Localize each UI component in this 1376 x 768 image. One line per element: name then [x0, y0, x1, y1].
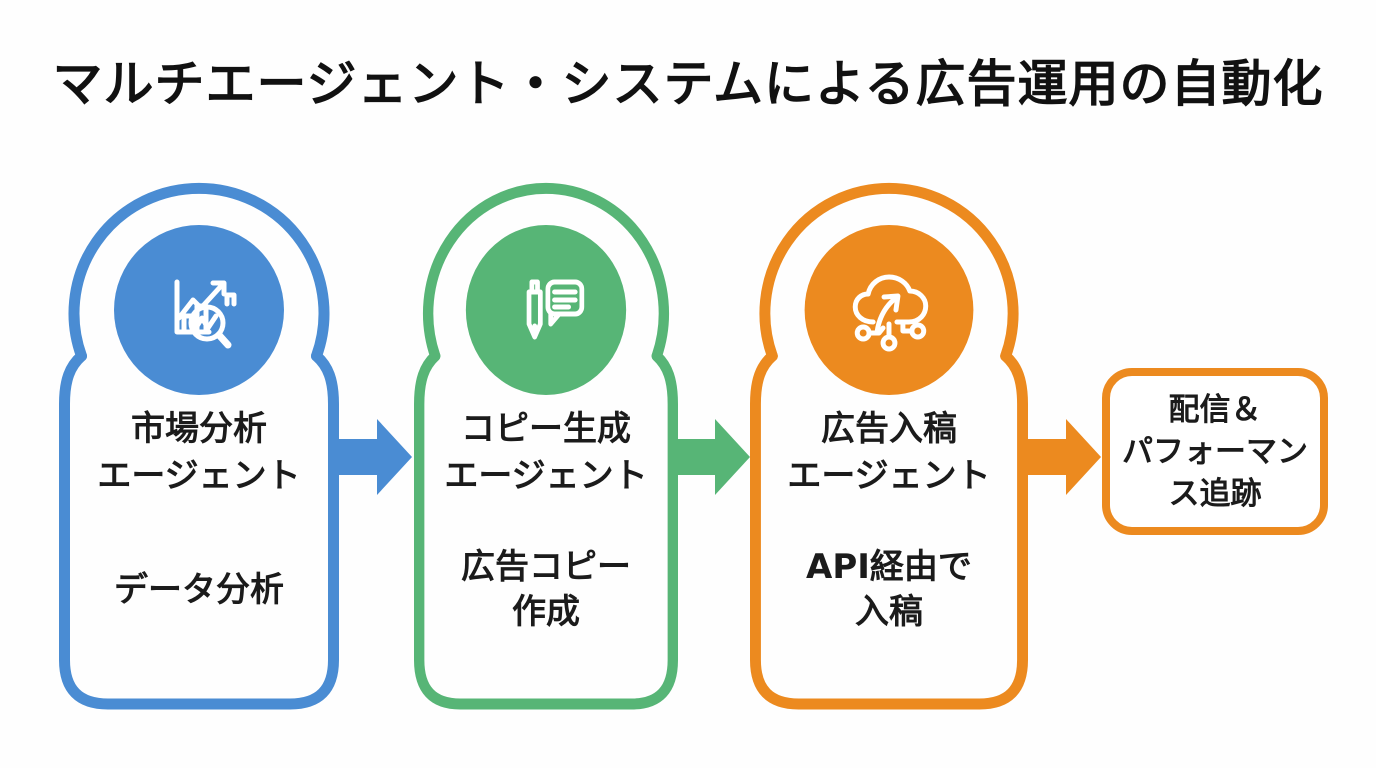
agent-task-line1: データ分析 — [114, 569, 284, 610]
agent-name-line2: エージェント — [97, 456, 301, 496]
agent-name: 広告入稿 エージェント — [750, 406, 1028, 500]
chart-magnifier-icon — [174, 279, 237, 349]
agent-name: コピー生成 エージェント — [414, 406, 678, 500]
agent-name-line2: エージェント — [787, 456, 991, 496]
flow-arrow-1-right-icon — [334, 419, 412, 495]
agent-card-market-analysis: 市場分析 エージェント データ分析 — [59, 182, 339, 710]
agent-task: データ分析 — [59, 542, 339, 638]
agent-task-line1: API経由で — [806, 547, 972, 587]
flow-arrow-3-right-icon — [1023, 419, 1101, 495]
agent-task-line2: 入稿 — [855, 592, 923, 632]
pen-chat-icon — [526, 279, 585, 340]
agent-card-ad-submission: 広告入稿 エージェント API経由で 入稿 — [750, 182, 1028, 710]
agent-task: 広告コピー 作成 — [414, 542, 678, 638]
result-line1: 配信＆ — [1168, 391, 1262, 428]
icon-circle — [804, 225, 974, 395]
result-box-delivery-tracking: 配信＆ パフォーマン ス追跡 — [1102, 368, 1328, 535]
agent-task-line2: 作成 — [512, 592, 580, 632]
card-shape-green — [414, 182, 678, 710]
page-title: マルチエージェント・システムによる広告運用の自動化 — [52, 55, 1324, 113]
agent-task-line1: 広告コピー — [461, 547, 631, 587]
agent-name-line2: エージェント — [444, 456, 648, 496]
cloud-upload-network-icon — [852, 274, 929, 352]
flow-arrow-2-right-icon — [672, 419, 750, 495]
card-shape-orange — [750, 182, 1028, 710]
agent-name-line1: 市場分析 — [131, 409, 267, 449]
agent-name: 市場分析 エージェント — [59, 406, 339, 500]
result-line2: パフォーマン — [1122, 433, 1308, 470]
card-shape-blue — [59, 182, 339, 710]
result-line3: ス追跡 — [1168, 475, 1262, 512]
agent-task: API経由で 入稿 — [750, 542, 1028, 638]
agent-name-line1: 広告入稿 — [821, 409, 957, 449]
agent-card-copy-generation: コピー生成 エージェント 広告コピー 作成 — [414, 182, 678, 710]
agent-name-line1: コピー生成 — [461, 409, 631, 449]
